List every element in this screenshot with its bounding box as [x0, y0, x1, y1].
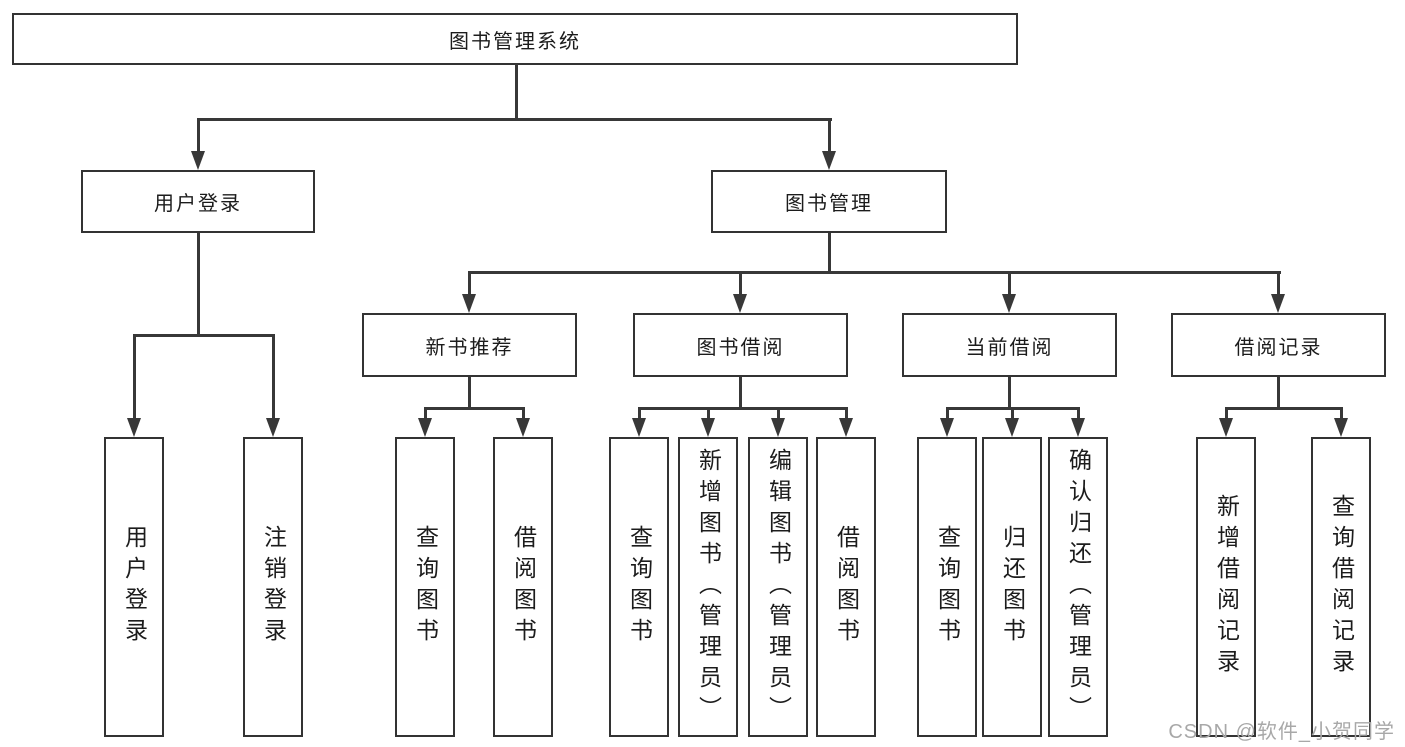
arrow-down-icon	[1271, 294, 1285, 313]
connector-root-stem	[515, 64, 518, 120]
connector-user-login-hline	[133, 334, 275, 337]
node-new-book-recommend: 新书推荐	[362, 313, 577, 377]
connector-drop-new-book	[468, 271, 471, 296]
node-book-borrow: 图书借阅	[633, 313, 848, 377]
leaf-query-borrow-record: 查询借阅记录	[1311, 437, 1371, 737]
csdn-watermark: CSDN @软件_小贺同学	[1168, 721, 1395, 743]
arrow-down-icon	[127, 418, 141, 437]
connector-current-borrow-stem	[1008, 377, 1011, 409]
connector-drop	[707, 407, 710, 420]
arrow-down-icon	[418, 418, 432, 437]
arrow-down-icon	[1219, 418, 1233, 437]
connector-drop	[1225, 407, 1228, 420]
leaf-confirm-return-admin: 确认归还（管理员）	[1048, 437, 1108, 737]
leaf-return-book: 归还图书	[982, 437, 1042, 737]
connector-borrow-records-stem	[1277, 377, 1280, 409]
node-book-management: 图书管理	[711, 170, 947, 233]
leaf-query-book-current: 查询图书	[917, 437, 977, 737]
leaf-add-borrow-record: 新增借阅记录	[1196, 437, 1256, 737]
connector-new-book-stem	[468, 377, 471, 409]
connector-drop-borrow-records	[1277, 271, 1280, 296]
node-user-login: 用户登录	[81, 170, 315, 233]
connector-drop	[1077, 407, 1080, 420]
arrow-down-icon	[191, 151, 205, 170]
node-borrow-records: 借阅记录	[1171, 313, 1386, 377]
arrow-down-icon	[822, 151, 836, 170]
connector-drop-current-borrow	[1008, 271, 1011, 296]
connector-book-borrow-stem	[739, 377, 742, 409]
arrow-down-icon	[1334, 418, 1348, 437]
connector-drop	[522, 407, 525, 420]
leaf-edit-book-admin: 编辑图书（管理员）	[748, 437, 808, 737]
connector-drop	[1011, 407, 1014, 420]
arrow-down-icon	[1002, 294, 1016, 313]
leaf-query-book-borrow: 查询图书	[609, 437, 669, 737]
leaf-query-book-recommend: 查询图书	[395, 437, 455, 737]
connector-drop	[845, 407, 848, 420]
connector-drop-book-borrow	[739, 271, 742, 296]
arrow-down-icon	[462, 294, 476, 313]
connector-drop	[946, 407, 949, 420]
arrow-down-icon	[771, 418, 785, 437]
arrow-down-icon	[839, 418, 853, 437]
connector-drop	[638, 407, 641, 420]
connector-drop	[1340, 407, 1343, 420]
leaf-borrow-book-recommend: 借阅图书	[493, 437, 553, 737]
arrow-down-icon	[1005, 418, 1019, 437]
connector-new-book-hline	[424, 407, 525, 410]
connector-drop	[424, 407, 427, 420]
arrow-down-icon	[1071, 418, 1085, 437]
arrow-down-icon	[701, 418, 715, 437]
connector-drop-book-management	[828, 118, 831, 152]
leaf-borrow-book: 借阅图书	[816, 437, 876, 737]
arrow-down-icon	[733, 294, 747, 313]
connector-root-hline	[197, 118, 832, 121]
connector-book-management-hline	[468, 271, 1281, 274]
connector-book-management-stem	[828, 233, 831, 273]
connector-drop-leaf-logout	[272, 334, 275, 420]
connector-drop-leaf-user-login	[133, 334, 136, 420]
arrow-down-icon	[632, 418, 646, 437]
node-library-management-system: 图书管理系统	[12, 13, 1018, 65]
connector-user-login-stem	[197, 233, 200, 336]
arrow-down-icon	[516, 418, 530, 437]
leaf-add-book-admin: 新增图书（管理员）	[678, 437, 738, 737]
arrow-down-icon	[940, 418, 954, 437]
node-current-borrow: 当前借阅	[902, 313, 1117, 377]
leaf-user-login: 用户登录	[104, 437, 164, 737]
leaf-logout-login: 注销登录	[243, 437, 303, 737]
arrow-down-icon	[266, 418, 280, 437]
connector-drop-user-login	[197, 118, 200, 152]
connector-book-borrow-hline	[638, 407, 848, 410]
connector-borrow-records-hline	[1225, 407, 1343, 410]
connector-drop	[777, 407, 780, 420]
